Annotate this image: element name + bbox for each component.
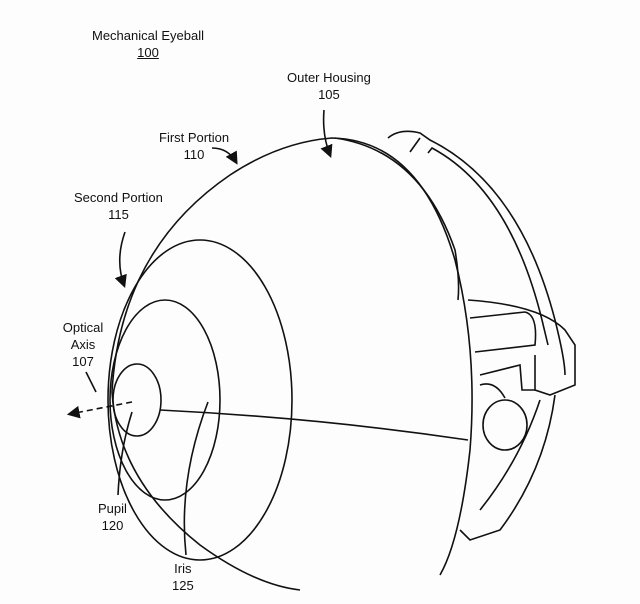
- second-portion-outline: [107, 239, 293, 561]
- label-outer-housing: Outer Housing 105: [287, 69, 371, 103]
- optical-axis-arrow: [66, 401, 133, 419]
- label-number: 107: [72, 354, 94, 369]
- label-second-portion: Second Portion 115: [74, 189, 163, 223]
- equator-line: [159, 409, 469, 441]
- label-iris: Iris 125: [172, 560, 194, 594]
- label-number: 120: [101, 518, 124, 533]
- label-text: First Portion: [159, 130, 230, 145]
- label-optical-axis: Optical Axis 107: [58, 319, 108, 370]
- title-label: Mechanical Eyeball 100: [92, 27, 204, 61]
- iris-outline: [109, 299, 221, 501]
- pupil-outline: [112, 363, 162, 437]
- label-text: Pupil: [98, 501, 127, 516]
- label-number: 125: [172, 578, 194, 593]
- label-text: Second Portion: [74, 190, 163, 205]
- title-number: 100: [137, 45, 159, 60]
- title-text: Mechanical Eyeball: [92, 28, 205, 43]
- label-text: Optical Axis: [62, 320, 104, 352]
- label-number: 115: [108, 207, 129, 222]
- actuator-wheel: [482, 399, 528, 451]
- label-number: 110: [183, 147, 205, 162]
- label-text: Outer Housing: [287, 70, 371, 85]
- outer-housing-outline: [111, 137, 473, 591]
- label-text: Iris: [174, 561, 192, 576]
- label-first-portion: First Portion 110: [159, 129, 229, 163]
- outer-housing-frame: [334, 130, 576, 541]
- label-number: 105: [318, 87, 340, 102]
- label-pupil: Pupil 120: [98, 500, 127, 534]
